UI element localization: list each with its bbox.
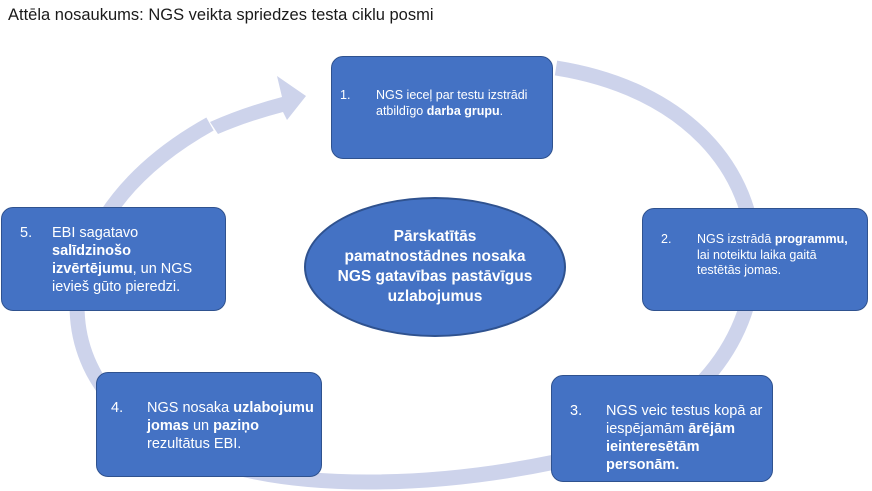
step-2-box: 2. NGS izstrādā programmu, lai noteiktu … bbox=[642, 208, 868, 311]
center-ellipse: Pārskatītās pamatnostādnes nosaka NGS ga… bbox=[304, 197, 566, 337]
step-text: EBI sagatavo salīdzinošo izvērtējumu, un… bbox=[52, 225, 193, 296]
step-number: 2. bbox=[661, 232, 672, 246]
step-1-box: 1. NGS ieceļ par testu izstrādi atbildīg… bbox=[331, 56, 553, 159]
center-text: Pārskatītās pamatnostādnes nosaka NGS ga… bbox=[337, 227, 533, 306]
step-number: 1. bbox=[340, 88, 351, 102]
step-text: NGS veic testus kopā ar iespējamām ārējā… bbox=[606, 403, 763, 474]
step-3-box: 3. NGS veic testus kopā ar iespējamām ār… bbox=[551, 375, 773, 482]
step-text: NGS ieceļ par testu izstrādi atbildīgo d… bbox=[376, 88, 528, 118]
step-text: NGS izstrādā programmu, lai noteiktu lai… bbox=[697, 232, 848, 278]
step-4-box: 4. NGS nosaka uzlabojumu jomas un paziņo… bbox=[96, 372, 322, 477]
step-number: 5. bbox=[20, 225, 33, 241]
figure-caption: Attēla nosaukums: NGS veikta spriedzes t… bbox=[8, 6, 434, 24]
step-number: 3. bbox=[570, 403, 583, 419]
step-number: 4. bbox=[111, 400, 124, 416]
step-5-box: 5. EBI sagatavo salīdzinošo izvērtējumu,… bbox=[1, 207, 226, 311]
step-text: NGS nosaka uzlabojumu jomas un paziņo re… bbox=[147, 400, 314, 453]
